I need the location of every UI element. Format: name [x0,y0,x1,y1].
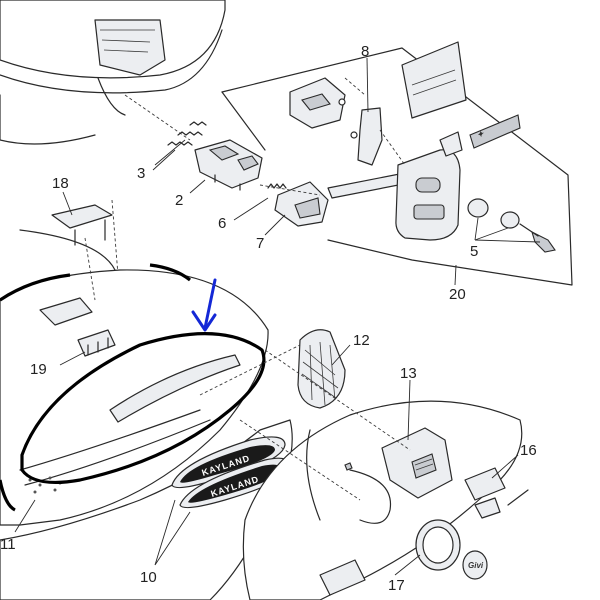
cover-part-13 [381,427,453,499]
plate-part-18 [19,199,119,276]
callout-3: 3 [137,165,145,182]
lock-plate-part-2 [194,139,263,191]
cover-plate [401,41,467,119]
top-case-lid [0,0,226,145]
callout-11: 11 [0,536,16,553]
callout-5: 5 [470,243,478,260]
lock-cylinders-part-5 [467,198,556,253]
pointer-arrow [191,278,217,332]
callout-12: 12 [353,332,370,349]
reflector-part-12 [297,329,346,409]
round-logo-text: Givi [468,561,484,570]
callout-16: 16 [520,442,537,459]
hook-part-8 [350,107,383,166]
callout-labels: 2 3 5 6 7 8 10 11 12 13 16 17 18 19 20 [0,43,537,594]
callout-20: 20 [449,286,466,303]
clip-part-16 [474,489,529,519]
callout-8: 8 [361,43,369,60]
callout-7: 7 [256,235,264,252]
grab-handle-highlight [0,263,266,512]
callout-6: 6 [218,215,226,232]
lock-body [327,131,463,241]
small-badge-text: ✦ [476,129,487,140]
side-shell [242,400,523,600]
round-logo: Givi [462,550,488,580]
springs-part-3 [167,121,207,146]
small-badge: ✦ [469,114,521,149]
assembly-dashed-lines [84,77,411,501]
reflector-badges-part-10: KAYLAND KAYLAND [171,436,291,509]
leader-lines [14,57,541,576]
callout-17: 17 [388,577,405,594]
callout-19: 19 [30,361,47,378]
callout-13: 13 [400,365,417,382]
callout-18: 18 [52,175,69,192]
bracket-part-19 [39,297,116,357]
latch-part-7 [267,181,329,227]
callout-10: 10 [140,569,157,586]
callout-2: 2 [175,192,183,209]
kit-outline-part-20 [221,47,573,286]
hinge-bracket [289,77,346,129]
round-cap-part-17 [415,519,461,571]
